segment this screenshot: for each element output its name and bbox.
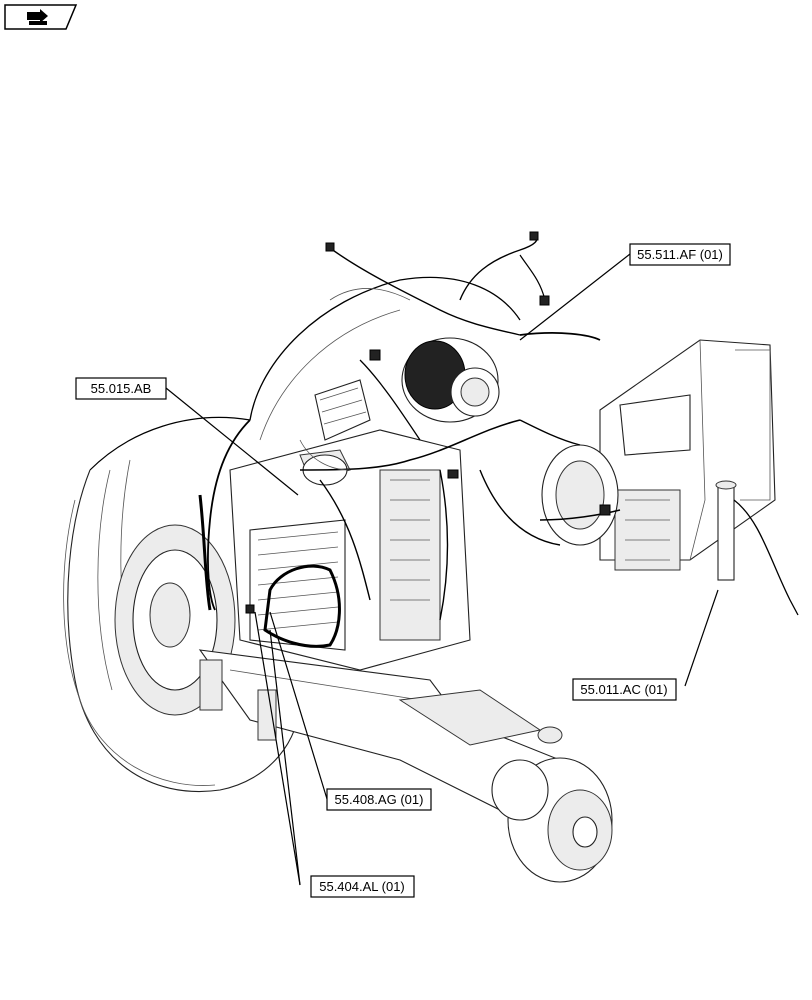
callout-55-015-ab[interactable]: 55.015.AB: [75, 377, 167, 400]
callout-55-011-ac[interactable]: 55.011.AC (01): [572, 678, 677, 701]
section-arrow-icon: [27, 9, 48, 25]
dipstick-tube: [715, 480, 799, 616]
nav-tab[interactable]: [4, 4, 78, 30]
callout-label: 55.011.AC (01): [580, 682, 667, 697]
callout-55-404-al[interactable]: 55.404.AL (01): [310, 875, 415, 898]
callout-label: 55.404.AL (01): [319, 879, 405, 894]
wiring-harness: [198, 231, 621, 648]
callout-label: 55.408.AG (01): [335, 792, 424, 807]
callout-label: 55.511.AF (01): [637, 247, 723, 262]
callout-label: 55.015.AB: [91, 381, 152, 396]
callout-55-408-ag[interactable]: 55.408.AG (01): [326, 788, 432, 811]
front-axle: [198, 649, 613, 883]
leader-lines: [165, 253, 719, 886]
tractor-drawing: [63, 231, 799, 883]
callout-55-511-af[interactable]: 55.511.AF (01): [629, 243, 731, 266]
engine-block: [229, 337, 500, 671]
transmission-housing: [541, 339, 776, 571]
